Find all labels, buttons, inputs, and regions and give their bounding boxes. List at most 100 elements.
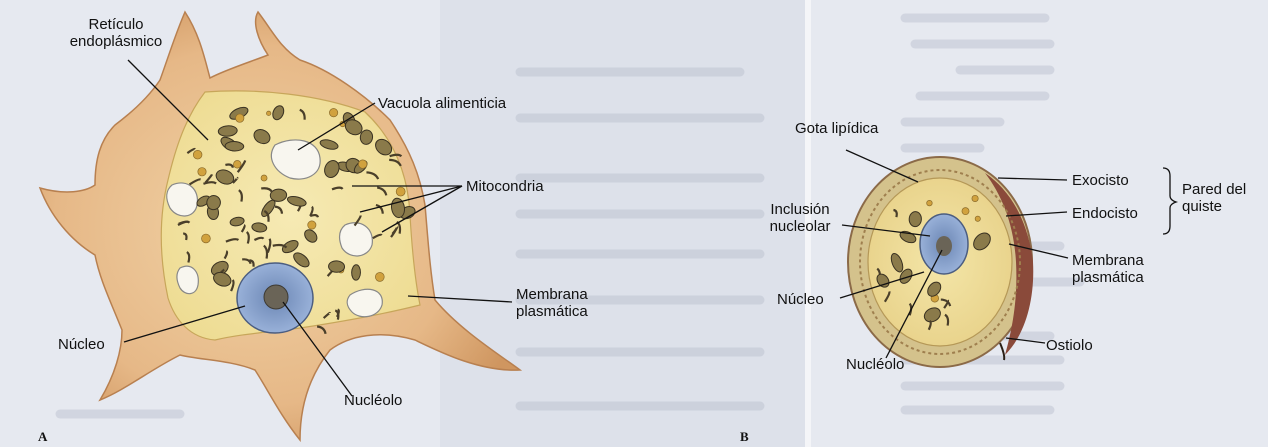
leader-memb-a <box>407 295 513 303</box>
lipid-granule <box>192 150 203 160</box>
endoplasmic-reticulum-fragment <box>272 243 288 249</box>
endoplasmic-reticulum-fragment <box>375 203 384 214</box>
leader-memb-b <box>1008 243 1069 259</box>
label-pared: Pared del quiste <box>1182 181 1246 215</box>
label-inclusion-line1: Inclusión <box>770 201 830 218</box>
mitochondrion <box>324 160 340 179</box>
endoplasmic-reticulum-fragment <box>238 189 243 202</box>
food-vacuole <box>346 288 383 318</box>
mitochondrion <box>359 129 374 145</box>
lipid-granule <box>235 113 245 123</box>
endoplasmic-reticulum-fragment <box>240 224 246 233</box>
mitochondrion <box>899 268 913 284</box>
cell-a-nucleolus <box>263 284 289 310</box>
lipid-granule <box>395 186 406 197</box>
endoplasmic-reticulum-fragment <box>391 225 399 235</box>
label-endocisto: Endocisto <box>1072 205 1138 222</box>
mitochondrion <box>213 271 232 287</box>
endoplasmic-reticulum-fragment <box>232 176 239 184</box>
endoplasmic-reticulum-fragment <box>908 302 913 316</box>
endoplasmic-reticulum-fragment <box>263 210 270 222</box>
leader-mito-3 <box>381 185 463 233</box>
label-exocisto: Exocisto <box>1072 172 1129 189</box>
mitochondrion <box>304 229 318 243</box>
label-membrana-a-line1: Membrana <box>516 286 588 303</box>
leader-nucleo-b <box>839 271 925 299</box>
lipid-granule <box>926 200 933 207</box>
food-vacuole <box>176 265 199 295</box>
endoplasmic-reticulum-fragment <box>927 319 932 331</box>
endoplasmic-reticulum-fragment <box>389 153 403 158</box>
leader-exocisto <box>997 177 1068 181</box>
label-nucleo-a: Núcleo <box>58 336 105 353</box>
leader-vacuola <box>297 102 376 151</box>
leader-nucleolo-b <box>885 249 943 359</box>
organelles-a <box>177 105 416 335</box>
leader-nucleolo-a <box>282 301 353 397</box>
mitochondrion <box>890 252 904 273</box>
mitochondrion <box>375 138 393 156</box>
mitochondrion <box>269 188 288 202</box>
endoplasmic-reticulum-fragment <box>182 232 188 241</box>
endoplasmic-reticulum-fragment <box>236 160 247 173</box>
label-membrana-b-line2: plasmática <box>1072 269 1144 286</box>
endoplasmic-reticulum-fragment <box>309 205 314 217</box>
endoplasmic-reticulum-fragment <box>893 208 898 218</box>
endoplasmic-reticulum-fragment <box>230 279 235 292</box>
lipid-granule <box>358 159 368 169</box>
lipid-granule <box>329 108 339 118</box>
lipid-granule <box>233 160 242 169</box>
label-reticulo: Retículo endoplásmico <box>56 16 176 50</box>
leader-incl <box>841 224 931 237</box>
lipid-granule <box>201 233 211 244</box>
label-ostiolo: Ostiolo <box>1046 337 1093 354</box>
label-pared-line2: quiste <box>1182 198 1223 215</box>
organelles-b <box>876 194 991 331</box>
label-membrana-b-line1: Membrana <box>1072 252 1144 269</box>
endoplasmic-reticulum-fragment <box>944 313 950 326</box>
lipid-granule <box>961 207 970 216</box>
endoplasmic-reticulum-fragment <box>223 250 229 260</box>
leader-retic <box>127 59 209 141</box>
lipid-granule <box>260 174 268 182</box>
label-vacuola: Vacuola alimenticia <box>378 95 507 112</box>
leader-mito-2 <box>359 185 463 213</box>
endoplasmic-reticulum-fragment <box>186 251 191 263</box>
mitochondrion <box>923 307 941 323</box>
mitochondrion <box>281 239 299 254</box>
leader-nucleo-a <box>123 305 246 343</box>
endoplasmic-reticulum-fragment <box>188 178 201 186</box>
ostiolo-opening <box>999 342 1006 361</box>
endoplasmic-reticulum-fragment <box>316 325 327 335</box>
panel-label-a: A <box>38 429 48 444</box>
mitochondrion <box>286 195 307 207</box>
label-nucleolo-b: Nucléolo <box>846 356 905 373</box>
mitochondrion <box>251 222 268 233</box>
lipid-granule <box>375 272 385 282</box>
endoplasmic-reticulum-fragment <box>225 163 234 168</box>
endoplasmic-reticulum-fragment <box>940 298 952 307</box>
endoplasmic-reticulum-fragment <box>299 108 306 120</box>
food-vacuole <box>270 139 321 180</box>
endoplasmic-reticulum-fragment <box>266 238 272 253</box>
cyst-endocyst <box>859 169 1021 355</box>
amoeba-cell <box>38 10 523 443</box>
label-pared-line1: Pared del <box>1182 181 1247 198</box>
pared-bracket <box>1162 167 1179 235</box>
mitochondrion <box>215 169 235 185</box>
mitochondrion <box>224 141 245 152</box>
leader-ostiolo <box>1005 337 1046 344</box>
mitochondrion <box>293 252 310 268</box>
lipid-granule <box>266 110 272 116</box>
mitochondrion <box>272 105 285 121</box>
lipid-granule <box>974 215 981 222</box>
label-inclusion-line2: nucleolar <box>769 218 831 235</box>
endoplasmic-reticulum-fragment <box>186 147 196 155</box>
mitochondrion <box>206 195 221 211</box>
mitochondrion <box>328 260 346 273</box>
endoplasmic-reticulum-fragment <box>274 205 284 214</box>
endoplasmic-reticulum-fragment <box>389 158 402 167</box>
endoplasmic-reticulum-fragment <box>335 308 340 318</box>
mitochondrion <box>319 139 339 150</box>
